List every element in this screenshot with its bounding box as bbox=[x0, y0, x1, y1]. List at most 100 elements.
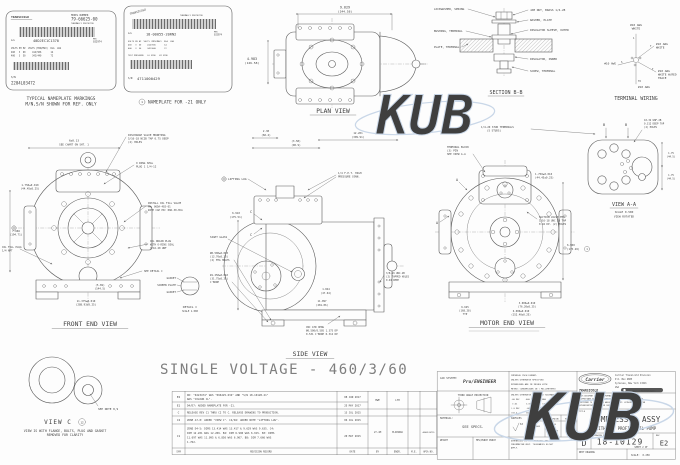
rev-engr: LYH bbox=[395, 398, 400, 402]
sn-value: 2204L03472 bbox=[11, 81, 36, 86]
mfd-label: MFD bbox=[214, 32, 218, 34]
rev-record: WAS "COLOUR CL". bbox=[187, 397, 212, 401]
callout-opng: Ø0.500/0.505 1.375 DP bbox=[306, 328, 338, 333]
surface-finish-icon bbox=[512, 422, 520, 432]
terminal-wiring-diagram: 1 T T S T6 #10 AWG WHITE #10 AWG WHITE #… bbox=[604, 23, 677, 102]
drawing-title: COMPRESSOR ASSY bbox=[592, 415, 661, 424]
cad-system-value: Pro/ENGINEER bbox=[463, 379, 496, 385]
plan-geometry bbox=[272, 18, 428, 108]
dim-6900-mm: (175.26) bbox=[567, 247, 580, 251]
callout-install-valve: INSTALL OIL FILL VALVE bbox=[148, 201, 182, 205]
tolerance-note: ±.01 ±.005 ±1° bbox=[511, 404, 546, 406]
barcode bbox=[132, 19, 216, 29]
rev-date: 08 JUN 2017 bbox=[344, 395, 361, 399]
callout-drain-plug: WITH O-RING SEAL bbox=[150, 243, 175, 247]
col-header-me: M.E. bbox=[411, 451, 417, 454]
title-block-grid bbox=[437, 371, 676, 460]
sn-label: S/N bbox=[11, 75, 16, 79]
dim-1750-mm: (44.45±0.25) bbox=[21, 187, 40, 191]
rev-record: ZONE D4-5: DIMS 13.414 WAS 13.417 & 9.62… bbox=[187, 427, 274, 431]
dim-6900: 6.900 bbox=[567, 243, 575, 247]
rev-sym: E1 bbox=[177, 404, 181, 408]
view-title: SECTION B-B bbox=[489, 90, 522, 96]
dim-11097: 11.097 bbox=[317, 299, 327, 303]
thermally-protected: THERMALLY PROTECTED bbox=[180, 14, 204, 17]
mfd-value: 022974 bbox=[214, 33, 223, 36]
projection-label: THIRD ANGLE PROJECTION bbox=[458, 394, 489, 397]
format-note: IMPERIAL INCH FORMAT: bbox=[511, 374, 537, 377]
dim-1844-mm: (47.64) bbox=[321, 291, 332, 295]
callout-oring: O RING SEAL bbox=[136, 161, 154, 165]
hole-spacing-value: ±.005 bbox=[550, 424, 557, 426]
dim-6910: 6.910 bbox=[232, 211, 240, 215]
mn-value: 40DJEC1C1370 bbox=[33, 39, 59, 43]
callout-opng: 0.531 C'BORE 0.312 DP bbox=[306, 332, 338, 336]
callout-opng: CNC ATR OPNG bbox=[306, 325, 325, 329]
barcode bbox=[130, 60, 192, 69]
hole-loc-header: HOLE LOC bbox=[565, 418, 573, 420]
view-c-drawing: SEE NOTE 8,9 VIEW C 12 VIEW IS WITH FLAN… bbox=[24, 356, 119, 437]
rev-record: DIM 12.201 WAS 12.206. B2: DIM 6.900 WAS… bbox=[187, 431, 275, 435]
callout-suction-valve: 0.94 DP. (2) HOLES bbox=[539, 222, 567, 226]
detail-title: DETAIL C bbox=[183, 305, 198, 309]
mn-label: M/N bbox=[11, 40, 15, 42]
note-number: 1 bbox=[141, 100, 143, 104]
callout-mtg-holes: (12.70±0.25) bbox=[210, 255, 228, 259]
callout-terminal-block: TERMINAL BLOCK bbox=[447, 145, 469, 149]
view-title: SIDE VIEW bbox=[293, 350, 328, 358]
section-letter-a: A bbox=[436, 221, 438, 225]
title-label: TITLE bbox=[579, 411, 586, 413]
callout-drain-plug: OIL DRAIN PLUG bbox=[150, 239, 172, 243]
rev-label: REV bbox=[656, 435, 660, 437]
rev-apca: 4466120715 bbox=[422, 432, 435, 434]
surfaces-label: SURFACES bbox=[511, 417, 522, 420]
nameplate-caption: TYPICAL NAMEPLATE MARKINGS bbox=[27, 96, 96, 102]
col-header-sym: SYM bbox=[176, 451, 181, 454]
nameplate-caption: M/N,S/N SHOWN FOR REF. ONLY bbox=[25, 102, 97, 108]
proprietary-note: THIS DOCUMENT AND THE INFORMATION CONTAI… bbox=[579, 394, 637, 397]
carrier-wordmark: Carrier bbox=[585, 377, 605, 383]
hole-spacing-noncum: CUMULATIVE bbox=[548, 430, 558, 433]
callout-discharge: (2) HOLES bbox=[128, 140, 142, 144]
view-scale: SCALE 0.500 bbox=[615, 210, 634, 214]
view-title: VIEW A-A bbox=[612, 202, 636, 208]
view-rotated-note: VIEW ROTATED bbox=[614, 215, 635, 219]
front-leaders bbox=[9, 136, 185, 293]
dim-7666: 7.666 bbox=[12, 229, 20, 233]
view-title: TERMINAL WIRING bbox=[614, 96, 657, 102]
brand-label: TRANSICOLD bbox=[11, 15, 29, 19]
callout-tap: (2) HOLES bbox=[644, 126, 658, 129]
callout-cbore: C'BORE bbox=[210, 280, 220, 284]
hole-loc-value: ±.03 bbox=[567, 426, 573, 428]
revision-grid bbox=[172, 391, 437, 455]
rev-value: E2 bbox=[660, 440, 668, 448]
leader-line bbox=[89, 393, 99, 407]
dim-12201: 12.201 bbox=[353, 131, 363, 135]
material-value: SEE SPECS. bbox=[462, 425, 484, 429]
wire-label-right1: #10 AWG bbox=[656, 42, 668, 46]
dim-11375: 11.375±0.010 bbox=[77, 299, 96, 303]
detail-c: GASKET SCREEN PLATE GASKET DETAIL C SCAL… bbox=[157, 276, 200, 313]
nameplate-typical: TRANSICOLD MODEL NUMBER 79-66625-00 THER… bbox=[5, 10, 117, 108]
detail-scale: SCALE 1.000 bbox=[182, 310, 198, 313]
rev-sym: C bbox=[178, 411, 180, 415]
dim-175-mm: (44.5) bbox=[667, 156, 676, 159]
mn-value: 18-00055-20RN2 bbox=[146, 32, 176, 36]
drawing-no-value: 18-10129 bbox=[597, 438, 644, 447]
view-note: VIEW IS WITH FLANGE, BOLTS, PLUG AND GAS… bbox=[24, 429, 107, 433]
dim-left: 4.983 bbox=[247, 57, 257, 61]
dim-width: 9.629 bbox=[340, 6, 350, 10]
dim-3000: 3.000±0.010 bbox=[519, 301, 536, 305]
tolerance-note: (±0.3 ±0.13 ±1°) bbox=[511, 413, 547, 415]
parenthesis-note: INFORMATION ONLY. TOLERANCES DO NOT bbox=[511, 443, 554, 446]
callout-oring: PLUG 1 1/4-12 bbox=[136, 165, 157, 169]
callout-gasket: GASKET bbox=[167, 290, 177, 294]
hole-spacing-noncum: NON bbox=[552, 428, 555, 430]
watermark: KUB bbox=[354, 84, 496, 148]
format-note: METRIC CONVERSIONS IN ( MILLIMETERS) bbox=[511, 389, 556, 391]
wire-label-right2: #10 AWG bbox=[658, 69, 670, 73]
dim-left-mm: (126.58) bbox=[245, 61, 260, 65]
rev-sym: C2 bbox=[177, 418, 181, 422]
callout-mtg-holes: (2) MTG HOLES bbox=[210, 258, 230, 262]
terminal-id: 1 bbox=[633, 37, 635, 40]
